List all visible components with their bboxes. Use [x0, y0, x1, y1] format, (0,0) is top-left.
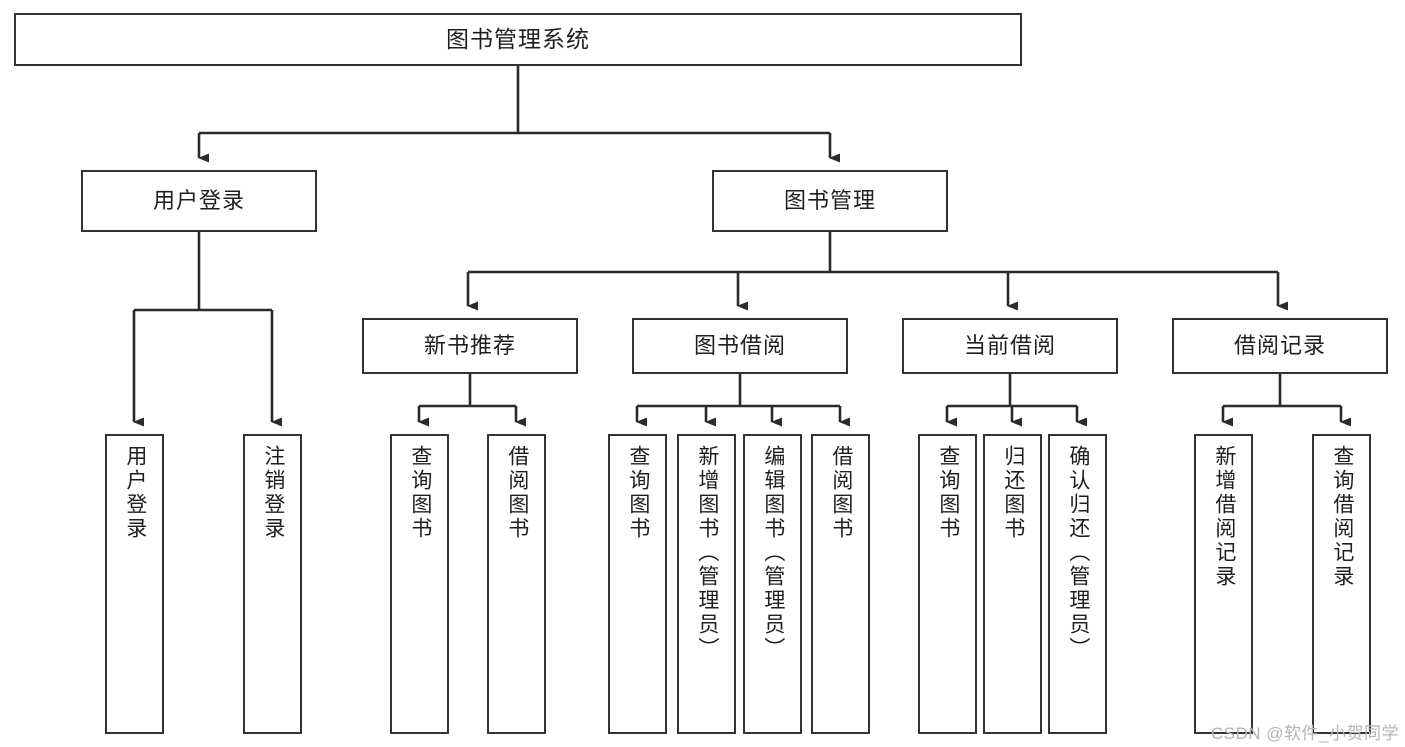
- node-new-book-recommend[interactable]: 新书推荐: [362, 318, 578, 374]
- leaf-node[interactable]: 查询借阅记录: [1312, 434, 1371, 734]
- leaf-node-label: 用户登录: [123, 445, 147, 541]
- node-current-borrow-label: 当前借阅: [963, 333, 1056, 359]
- leaf-node-label: 查询图书: [408, 445, 432, 541]
- node-root-label: 图书管理系统: [446, 25, 590, 52]
- node-user-login[interactable]: 用户登录: [81, 170, 317, 232]
- leaf-node[interactable]: 查询图书: [608, 434, 667, 734]
- csdn-watermark: CSDN @软件_小贺同学: [1210, 724, 1399, 743]
- leaf-node[interactable]: 注销登录: [243, 434, 302, 734]
- leaf-node-label: 注销登录: [261, 445, 285, 541]
- leaf-node[interactable]: 借阅图书: [487, 434, 546, 734]
- leaf-node-label: 新增借阅记录: [1212, 445, 1236, 589]
- leaf-node-label: 查询借阅记录: [1330, 445, 1354, 589]
- node-root[interactable]: 图书管理系统: [14, 13, 1022, 66]
- node-book-borrow[interactable]: 图书借阅: [632, 318, 848, 374]
- node-borrow-records[interactable]: 借阅记录: [1172, 318, 1388, 374]
- leaf-node-label: 借阅图书: [505, 445, 529, 541]
- node-borrow-records-label: 借阅记录: [1233, 333, 1326, 359]
- leaf-node-label: 编辑图书（管理员）: [761, 445, 785, 661]
- node-book-management[interactable]: 图书管理: [712, 170, 948, 232]
- node-current-borrow[interactable]: 当前借阅: [902, 318, 1118, 374]
- leaf-node[interactable]: 用户登录: [105, 434, 164, 734]
- leaf-node[interactable]: 新增图书（管理员）: [677, 434, 736, 734]
- leaf-node[interactable]: 借阅图书: [811, 434, 870, 734]
- node-book-borrow-label: 图书借阅: [693, 333, 786, 359]
- leaf-node[interactable]: 查询图书: [918, 434, 977, 734]
- leaf-node[interactable]: 归还图书: [983, 434, 1042, 734]
- leaf-node-label: 查询图书: [626, 445, 650, 541]
- leaf-node-label: 确认归还（管理员）: [1066, 445, 1090, 661]
- leaf-node[interactable]: 新增借阅记录: [1194, 434, 1253, 734]
- leaf-node-label: 归还图书: [1001, 445, 1025, 541]
- node-user-login-label: 用户登录: [152, 188, 245, 214]
- node-new-book-recommend-label: 新书推荐: [423, 333, 516, 359]
- leaf-node-label: 新增图书（管理员）: [695, 445, 719, 661]
- leaf-node-label: 查询图书: [936, 445, 960, 541]
- node-book-management-label: 图书管理: [783, 188, 876, 214]
- leaf-node[interactable]: 确认归还（管理员）: [1048, 434, 1107, 734]
- leaf-node[interactable]: 查询图书: [390, 434, 449, 734]
- leaf-node-label: 借阅图书: [829, 445, 853, 541]
- leaf-node[interactable]: 编辑图书（管理员）: [743, 434, 802, 734]
